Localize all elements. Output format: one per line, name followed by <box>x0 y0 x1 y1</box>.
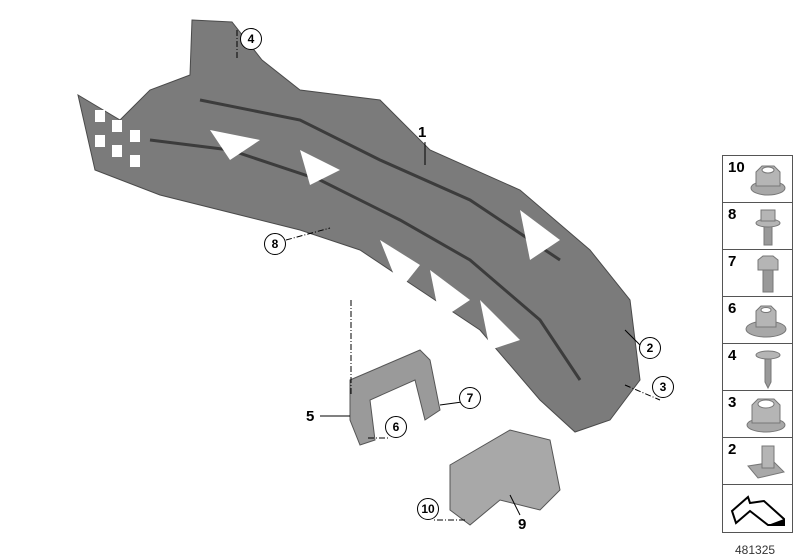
legend-footer <box>723 485 792 532</box>
fastener-legend: 10 8 7 6 4 3 2 <box>722 155 793 533</box>
direction-arrow-icon <box>730 495 785 526</box>
callout-3: 3 <box>652 376 674 398</box>
legend-item-8: 8 <box>723 203 792 250</box>
legend-label: 2 <box>728 441 737 458</box>
diagram-reference-number: 481325 <box>735 543 776 557</box>
callout-9: 9 <box>518 516 527 533</box>
bracket-5 <box>349 349 441 446</box>
tapping-screw-icon <box>755 350 781 390</box>
flange-nut-icon <box>750 165 786 196</box>
legend-item-4: 4 <box>723 344 792 391</box>
legend-item-3: 3 <box>723 391 792 438</box>
legend-item-7: 7 <box>723 250 792 297</box>
cover-9 <box>449 429 561 526</box>
legend-label: 7 <box>728 253 737 270</box>
collar-nut-icon <box>745 305 787 338</box>
legend-item-10: 10 <box>723 156 792 203</box>
legend-label: 4 <box>728 347 737 364</box>
leader-lines <box>236 30 661 521</box>
callout-5: 5 <box>306 408 315 425</box>
callout-2: 2 <box>639 337 661 359</box>
legend-label: 3 <box>728 394 737 411</box>
hex-nut-icon <box>746 398 786 433</box>
legend-item-2: 2 <box>723 438 792 485</box>
legend-label: 6 <box>728 300 737 317</box>
callout-7: 7 <box>459 387 481 409</box>
legend-label: 10 <box>728 159 745 176</box>
callout-1: 1 <box>418 124 427 141</box>
callout-10: 10 <box>417 498 439 520</box>
callout-8: 8 <box>264 233 286 255</box>
legend-item-6: 6 <box>723 297 792 344</box>
callout-6: 6 <box>385 416 407 438</box>
clip-nut-icon <box>747 445 785 479</box>
center-console-carrier <box>77 19 641 433</box>
legend-label: 8 <box>728 206 737 223</box>
solid-leaders <box>320 142 641 516</box>
callout-4: 4 <box>240 28 262 50</box>
hex-bolt-washer-icon <box>755 209 781 246</box>
hex-bolt-icon <box>757 255 779 293</box>
